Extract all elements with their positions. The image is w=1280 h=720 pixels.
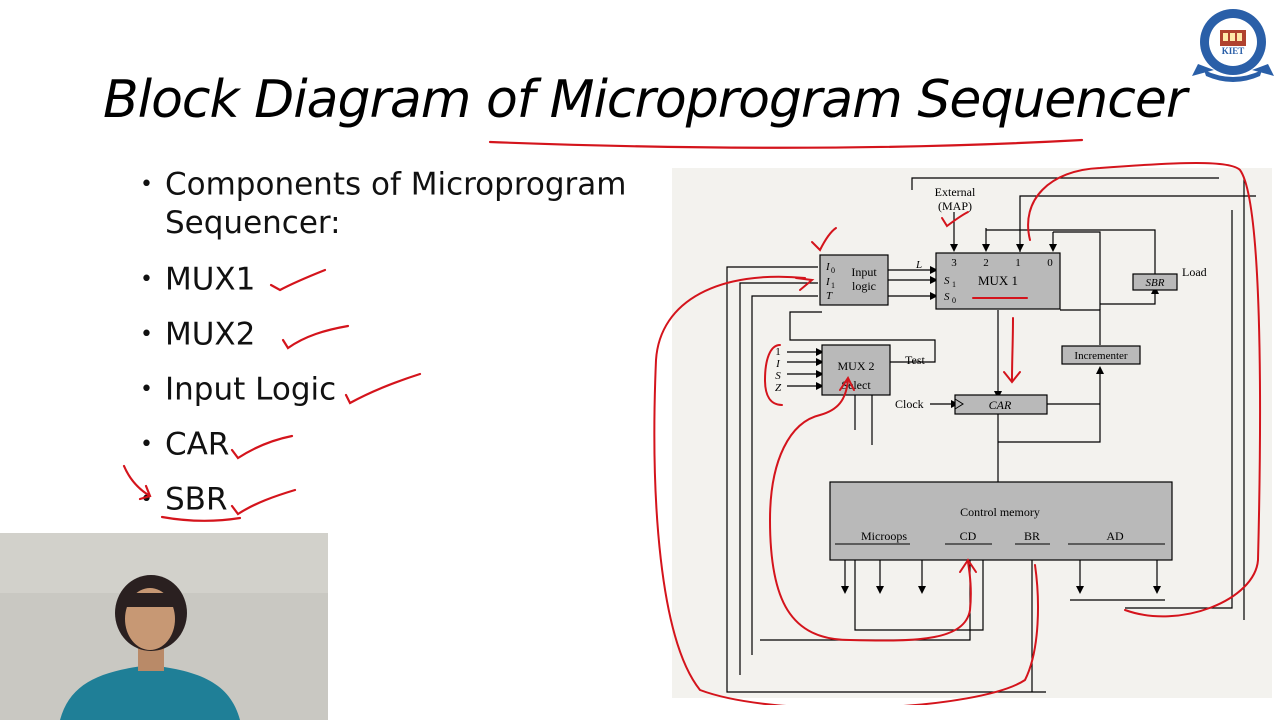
arrow-to-sbr bbox=[122, 464, 152, 501]
s0-label: S bbox=[944, 291, 950, 303]
bullet-icon: • bbox=[140, 267, 153, 292]
sbr-label: SBR bbox=[1146, 277, 1165, 289]
sbr-block bbox=[1132, 273, 1178, 291]
presenter-image bbox=[0, 533, 328, 720]
l-label: L bbox=[915, 259, 922, 271]
diagram-annotations bbox=[653, 162, 1262, 710]
slide-title: Block Diagram of Microprogram Sequencer bbox=[103, 70, 1187, 130]
mux1-label: MUX 1 bbox=[978, 273, 1018, 288]
i1-label: I bbox=[825, 276, 831, 288]
t-label: T bbox=[826, 290, 833, 302]
external-label: External bbox=[935, 185, 976, 199]
map-label: (MAP) bbox=[938, 199, 972, 213]
list-item-mux1: • MUX1 bbox=[140, 260, 255, 298]
mux1-block bbox=[935, 252, 1061, 310]
i0-subscript: 0 bbox=[831, 266, 835, 275]
logo-emblem-icon: KIET bbox=[1192, 9, 1274, 82]
field-cd: CD bbox=[960, 529, 977, 543]
car-block bbox=[954, 394, 1048, 415]
bullet-icon: • bbox=[140, 377, 153, 402]
list-item-label: CAR bbox=[165, 426, 230, 463]
load-label: Load bbox=[1182, 265, 1207, 279]
incrementer-label: Incrementer bbox=[1074, 350, 1127, 362]
input-logic-line-2: logic bbox=[852, 279, 876, 293]
bullet-icon: • bbox=[140, 432, 153, 457]
control-memory-block bbox=[829, 481, 1173, 561]
car-label: CAR bbox=[989, 398, 1012, 412]
mux2-input-i: I bbox=[775, 358, 781, 370]
list-item-mux2: • MUX2 bbox=[140, 315, 255, 353]
input-logic-line-1: Input bbox=[851, 265, 877, 279]
list-item-intro: • Components of Microprogram Sequencer: bbox=[140, 165, 627, 242]
check-mark-mux1 bbox=[269, 268, 327, 292]
scanned-page bbox=[672, 168, 1272, 698]
microprogram-sequencer-diagram: External (MAP) 3 2 1 0 MUX 1 S 1 S 0 L I… bbox=[650, 160, 1280, 710]
test-label: Test bbox=[905, 353, 925, 367]
field-ad: AD bbox=[1106, 529, 1124, 543]
field-microops: Microops bbox=[861, 529, 907, 543]
list-item-input-logic: • Input Logic bbox=[140, 370, 336, 408]
field-br: BR bbox=[1024, 529, 1040, 543]
check-mark-mux2 bbox=[281, 324, 350, 350]
list-item-label: SBR bbox=[165, 481, 228, 518]
list-item-label: MUX1 bbox=[165, 261, 256, 298]
incrementer-block bbox=[1061, 345, 1141, 365]
intro-line-1: Components of Microprogram bbox=[165, 166, 627, 203]
intro-line-2: Sequencer: bbox=[165, 205, 341, 241]
title-underline bbox=[488, 138, 1084, 149]
i0-label: I bbox=[825, 261, 831, 273]
bullet-icon: • bbox=[140, 322, 153, 347]
check-mark-sbr bbox=[230, 488, 297, 516]
presenter-webcam bbox=[0, 533, 328, 720]
i1-subscript: 1 bbox=[831, 281, 835, 290]
s1-subscript: 1 bbox=[952, 280, 956, 289]
mux2-label: MUX 2 bbox=[837, 359, 874, 373]
check-mark-input-logic bbox=[344, 372, 422, 405]
mux1-input-0: 0 bbox=[1047, 257, 1053, 269]
list-item-label: Input Logic bbox=[165, 371, 337, 408]
s0-subscript: 0 bbox=[952, 296, 956, 305]
mux2-input-s: S bbox=[775, 370, 781, 382]
mux1-input-2: 2 bbox=[983, 257, 989, 269]
s1-label: S bbox=[944, 275, 950, 287]
list-item-car: • CAR bbox=[140, 425, 229, 463]
bullet-icon: • bbox=[140, 172, 153, 197]
input-logic-block bbox=[819, 254, 889, 306]
control-memory-label: Control memory bbox=[960, 505, 1040, 519]
clock-label: Clock bbox=[895, 397, 924, 411]
sbr-underline bbox=[160, 515, 242, 522]
check-mark-car bbox=[230, 434, 294, 460]
list-item-label: MUX2 bbox=[165, 316, 256, 353]
mux2-input-z: Z bbox=[775, 382, 782, 394]
mux1-input-3: 3 bbox=[951, 257, 957, 269]
mux2-block bbox=[821, 344, 891, 396]
mux1-input-1: 1 bbox=[1015, 257, 1021, 269]
mux2-input-1: 1 bbox=[775, 346, 781, 358]
kiet-logo: KIET bbox=[1190, 4, 1276, 84]
clock-edge-icon bbox=[954, 398, 964, 410]
logo-text: KIET bbox=[1222, 46, 1245, 56]
